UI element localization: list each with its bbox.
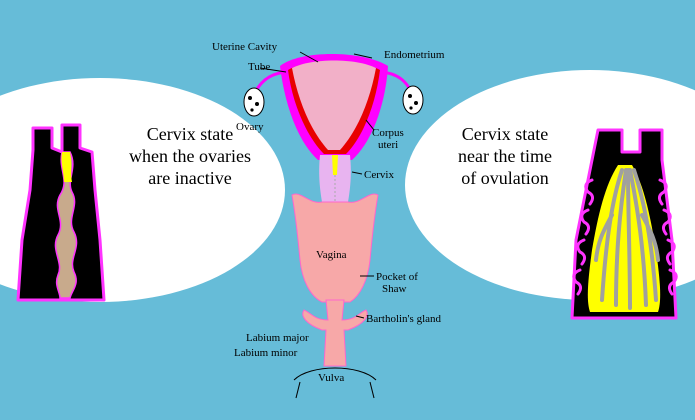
label-tube: Tube [248, 61, 270, 73]
label-uterine-cavity: Uterine Cavity [212, 41, 278, 53]
label-cervix: Cervix [364, 169, 394, 181]
cervix-inactive-cross-section-icon [16, 123, 106, 302]
label-labium-minor: Labium minor [234, 347, 298, 359]
right-caption-line-3: of ovulation [461, 168, 549, 188]
female-reproductive-tract-icon [243, 54, 424, 399]
right-caption-line-2: near the time [458, 146, 552, 166]
label-pocket-of-shaw-2: Shaw [382, 283, 407, 295]
label-vulva: Vulva [318, 372, 344, 384]
label-corpus-uteri-2: uteri [378, 139, 398, 151]
left-caption-line-3: are inactive [148, 168, 231, 188]
left-caption-line-1: Cervix state [147, 124, 233, 144]
label-ovary: Ovary [236, 121, 264, 133]
label-vagina: Vagina [316, 249, 347, 261]
label-pocket-of-shaw-1: Pocket of [376, 271, 418, 283]
left-caption-line-2: when the ovaries [129, 146, 251, 166]
cervix-ovulation-cross-section-icon [570, 128, 678, 320]
label-endometrium: Endometrium [384, 49, 445, 61]
label-labium-major: Labium major [246, 332, 309, 344]
label-corpus-uteri-1: Corpus [372, 127, 404, 139]
right-caption-line-1: Cervix state [462, 124, 548, 144]
label-bartholins-gland: Bartholin's gland [366, 313, 442, 325]
